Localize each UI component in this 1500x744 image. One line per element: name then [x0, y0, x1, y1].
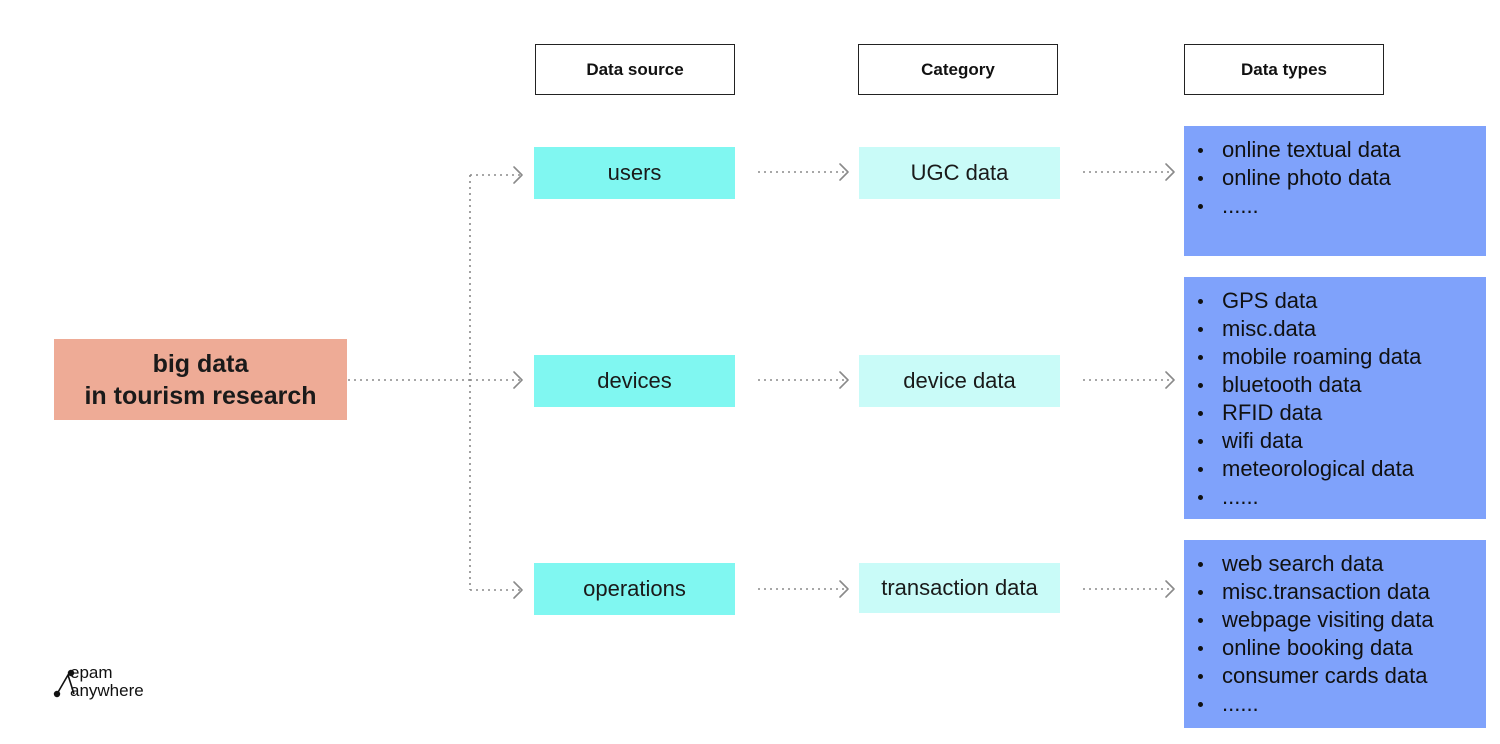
list-item: bluetooth data — [1198, 371, 1486, 399]
list-item: online booking data — [1198, 634, 1486, 662]
list-item: ...... — [1198, 192, 1486, 220]
logo-text-line-2: anywhere — [70, 681, 144, 700]
list-item: mobile roaming data — [1198, 343, 1486, 371]
types-box-devices: GPS data misc.data mobile roaming data b… — [1184, 277, 1486, 519]
root-line-2: in tourism research — [84, 381, 317, 410]
root-node: big data in tourism research — [54, 339, 347, 420]
logo-mark-icon — [53, 669, 75, 698]
header-data-types: Data types — [1184, 44, 1384, 95]
epam-anywhere-logo: epam anywhere — [52, 664, 192, 704]
list-item: ...... — [1198, 483, 1486, 511]
source-node-users: users — [534, 147, 735, 199]
list-item: online photo data — [1198, 164, 1486, 192]
root-line-1: big data — [152, 349, 249, 378]
list-item: meteorological data — [1198, 455, 1486, 483]
types-list-operations: web search data misc.transaction data we… — [1198, 550, 1486, 718]
list-item: wifi data — [1198, 427, 1486, 455]
list-item: misc.data — [1198, 315, 1486, 343]
list-item: online textual data — [1198, 136, 1486, 164]
logo-text-line-1: epam — [70, 663, 113, 682]
category-node-ugc: UGC data — [859, 147, 1060, 199]
types-list-users: online textual data online photo data ..… — [1198, 136, 1486, 220]
source-node-operations: operations — [534, 563, 735, 615]
types-box-users: online textual data online photo data ..… — [1184, 126, 1486, 256]
list-item: webpage visiting data — [1198, 606, 1486, 634]
list-item: web search data — [1198, 550, 1486, 578]
header-category: Category — [858, 44, 1058, 95]
list-item: GPS data — [1198, 287, 1486, 315]
source-node-devices: devices — [534, 355, 735, 407]
list-item: misc.transaction data — [1198, 578, 1486, 606]
list-item: consumer cards data — [1198, 662, 1486, 690]
list-item: ...... — [1198, 690, 1486, 718]
list-item: RFID data — [1198, 399, 1486, 427]
types-list-devices: GPS data misc.data mobile roaming data b… — [1198, 287, 1486, 511]
category-node-transaction: transaction data — [859, 563, 1060, 613]
category-node-device: device data — [859, 355, 1060, 407]
types-box-operations: web search data misc.transaction data we… — [1184, 540, 1486, 728]
header-data-source: Data source — [535, 44, 735, 95]
